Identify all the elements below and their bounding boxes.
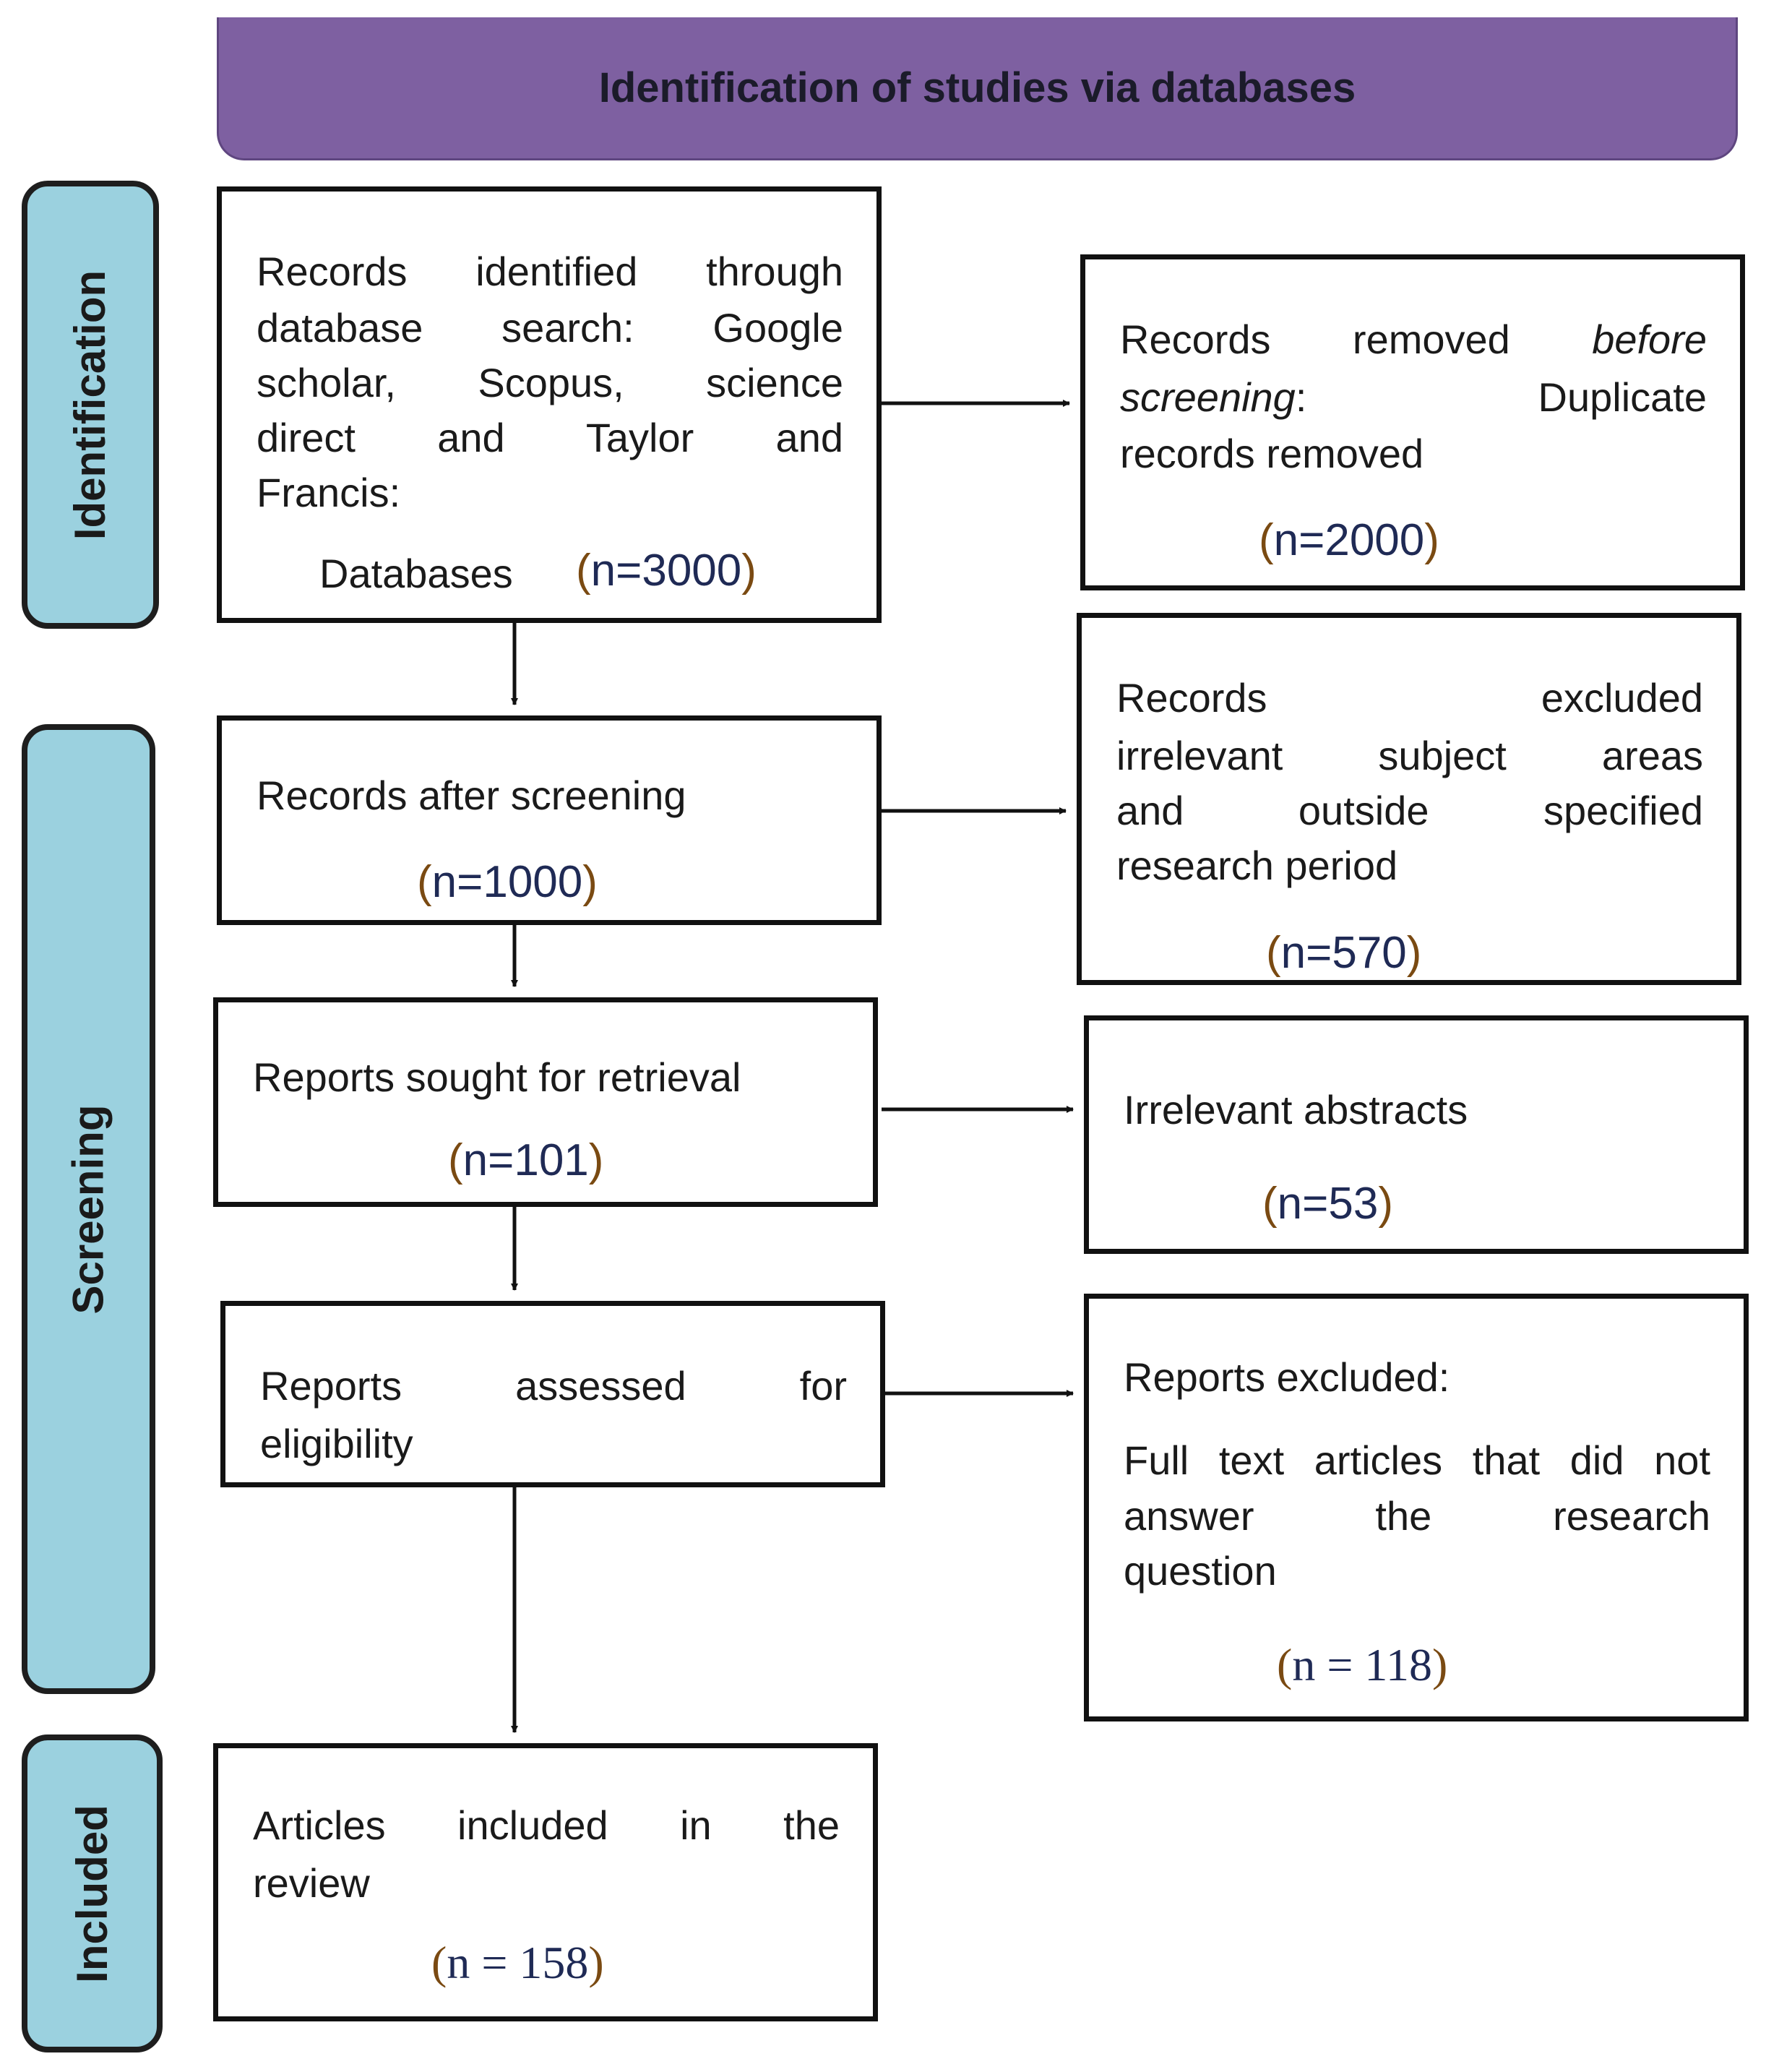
reports-sought-count: (n=101): [448, 1135, 604, 1185]
records-identified-line-5: Francis:: [257, 470, 401, 515]
reports-sought-label: Reports sought for retrieval: [253, 1054, 741, 1100]
records-excluded-count: (n=570): [1266, 928, 1422, 978]
reports-assessed-line-2: eligibility: [260, 1421, 413, 1466]
irrelevant-abstracts-count: (n=53): [1262, 1179, 1393, 1229]
reports-assessed-box: Reports assessed for eligibility: [220, 1301, 885, 1487]
reports-excluded-line-1: Full text articles that did not: [1124, 1437, 1710, 1483]
stage-identification: Identification: [22, 181, 159, 629]
records-removed-line-2: screening: Duplicate: [1120, 374, 1707, 420]
reports-excluded-heading: Reports excluded:: [1124, 1354, 1450, 1400]
records-excluded-line-3: and outside specified: [1116, 788, 1703, 833]
records-removed-count: (n=2000): [1259, 515, 1439, 565]
records-removed-line-3: records removed: [1120, 431, 1424, 476]
reports-excluded-box: Reports excluded: Full text articles tha…: [1084, 1294, 1749, 1721]
records-excluded-box: Records excluded irrelevant subject area…: [1077, 613, 1741, 985]
articles-included-line-2: review: [253, 1860, 370, 1906]
records-identified-count: (n=3000): [576, 546, 757, 596]
reports-assessed-line-1: Reports assessed for: [260, 1363, 847, 1409]
records-excluded-line-4: research period: [1116, 843, 1398, 888]
articles-included-box: Articles included in the review (n = 158…: [213, 1743, 878, 2021]
records-identified-line-4: direct and Taylor and: [257, 415, 843, 460]
header-title: Identification of studies via databases: [598, 64, 1356, 111]
records-after-screening-count: (n=1000): [417, 857, 598, 907]
articles-included-line-1: Articles included in the: [253, 1802, 840, 1848]
databases-label: Databases: [319, 551, 513, 596]
records-removed-line-1: Records removed before: [1120, 317, 1707, 362]
reports-excluded-line-3: question: [1124, 1548, 1277, 1594]
reports-excluded-line-2: answer the research: [1124, 1493, 1710, 1539]
articles-included-count: (n = 158): [431, 1937, 604, 1988]
records-removed-box: Records removed before screening: Duplic…: [1080, 254, 1745, 590]
header-banner: Identification of studies via databases: [217, 17, 1738, 160]
records-excluded-line-1: Records excluded: [1116, 675, 1703, 721]
reports-excluded-count: (n = 118): [1277, 1639, 1448, 1690]
stage-included: Included: [22, 1734, 163, 2052]
records-identified-line-3: scholar, Scopus, science: [257, 360, 843, 405]
reports-sought-box: Reports sought for retrieval (n=101): [213, 997, 878, 1207]
records-identified-box: Records identified through database sear…: [217, 186, 882, 623]
records-excluded-line-2: irrelevant subject areas: [1116, 733, 1703, 778]
records-identified-line-1: Records identified through: [257, 249, 843, 294]
records-after-screening-label: Records after screening: [257, 773, 686, 818]
irrelevant-abstracts-label: Irrelevant abstracts: [1124, 1087, 1468, 1132]
records-identified-line-2: database search: Google: [257, 305, 843, 351]
irrelevant-abstracts-box: Irrelevant abstracts (n=53): [1084, 1015, 1749, 1254]
stage-screening: Screening: [22, 724, 155, 1694]
records-after-screening-box: Records after screening (n=1000): [217, 715, 882, 925]
